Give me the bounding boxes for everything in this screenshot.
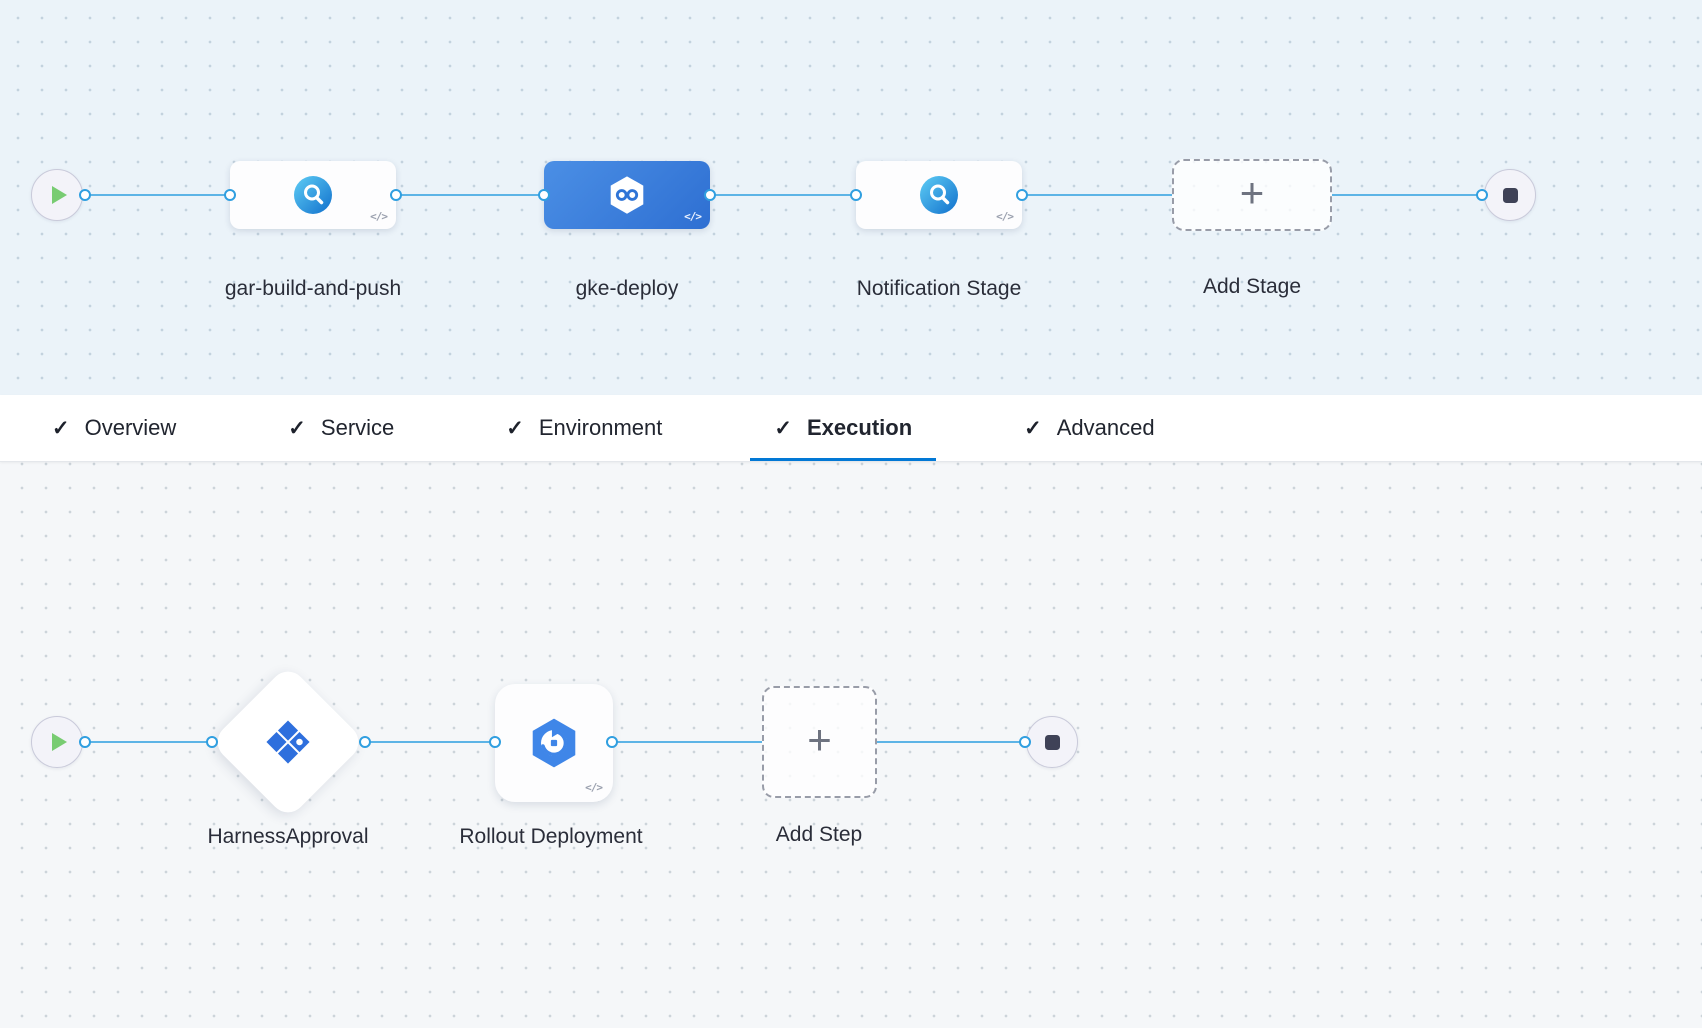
pipeline-start-node xyxy=(31,169,83,221)
connector-dot xyxy=(538,189,550,201)
tab-execution[interactable]: ✓ Execution xyxy=(750,395,936,461)
add-step-button[interactable]: + xyxy=(762,686,877,798)
stage-card-notification-stage[interactable]: </> xyxy=(856,161,1022,229)
approval-step-icon xyxy=(266,720,310,764)
build-stage-icon xyxy=(294,176,332,214)
code-view-toggle-icon[interactable]: </> xyxy=(684,210,702,223)
add-step-label: Add Step xyxy=(775,823,863,846)
deploy-stage-icon xyxy=(610,176,644,214)
connector-dot xyxy=(1019,736,1031,748)
add-stage-label: Add Stage xyxy=(1202,275,1302,298)
connector-line xyxy=(85,194,230,196)
tab-advanced[interactable]: ✓ Advanced xyxy=(1000,395,1178,461)
stage-config-tabbar: ✓ Overview ✓ Service ✓ Environment ✓ Exe… xyxy=(0,395,1702,462)
tab-label: Environment xyxy=(538,415,663,440)
tab-label: Advanced xyxy=(1056,415,1155,440)
check-icon: ✓ xyxy=(288,416,306,440)
play-icon xyxy=(52,733,67,751)
execution-end-node xyxy=(1026,716,1078,768)
check-icon: ✓ xyxy=(52,416,70,440)
execution-start-node xyxy=(31,716,83,768)
tab-environment[interactable]: ✓ Environment xyxy=(482,395,686,461)
stage-card-gke-deploy[interactable]: </> xyxy=(544,161,710,229)
connector-line xyxy=(1332,194,1482,196)
connector-line xyxy=(85,741,212,743)
connector-dot xyxy=(489,736,501,748)
pipeline-end-node xyxy=(1484,169,1536,221)
tab-overview[interactable]: ✓ Overview xyxy=(28,395,200,461)
connector-line xyxy=(710,194,856,196)
step-label: Rollout Deployment xyxy=(459,825,643,848)
connector-dot xyxy=(1016,189,1028,201)
connector-line xyxy=(1022,194,1172,196)
connector-dot xyxy=(850,189,862,201)
check-icon: ✓ xyxy=(1024,416,1042,440)
connector-line xyxy=(396,194,544,196)
step-label: HarnessApproval xyxy=(207,825,369,848)
connector-dot xyxy=(704,189,716,201)
plus-icon: + xyxy=(1239,169,1265,216)
check-icon: ✓ xyxy=(506,416,524,440)
tab-label: Service xyxy=(320,415,395,440)
stage-label: Notification Stage xyxy=(856,277,1022,300)
stage-card-gar-build-and-push[interactable]: </> xyxy=(230,161,396,229)
connector-dot xyxy=(359,736,371,748)
connector-dot xyxy=(1476,189,1488,201)
code-view-toggle-icon[interactable]: </> xyxy=(370,210,388,223)
tab-label: Overview xyxy=(84,415,177,440)
plus-icon: + xyxy=(807,716,832,763)
stop-icon xyxy=(1044,734,1060,750)
connector-line xyxy=(612,741,762,743)
code-view-toggle-icon[interactable]: </> xyxy=(996,210,1014,223)
stage-label: gke-deploy xyxy=(575,277,679,300)
connector-line xyxy=(365,741,495,743)
connector-dot xyxy=(206,736,218,748)
tab-service[interactable]: ✓ Service xyxy=(264,395,418,461)
tab-label: Execution xyxy=(807,415,913,440)
connector-dot xyxy=(224,189,236,201)
stage-graph-canvas[interactable]: </> gar-build-and-push </> gke-deploy xyxy=(0,0,1702,395)
stage-label: gar-build-and-push xyxy=(224,277,402,300)
step-rollout-deployment[interactable]: </> xyxy=(495,684,613,802)
connector-dot xyxy=(79,189,91,201)
code-view-toggle-icon[interactable]: </> xyxy=(585,781,603,794)
step-harness-approval[interactable] xyxy=(210,664,366,820)
check-icon: ✓ xyxy=(774,416,792,440)
custom-stage-icon xyxy=(920,176,958,214)
execution-graph-canvas[interactable]: HarnessApproval </> Rollout Deployment +… xyxy=(0,462,1702,1028)
connector-dot xyxy=(79,736,91,748)
play-icon xyxy=(52,186,67,204)
add-stage-button[interactable]: + xyxy=(1172,159,1332,231)
gke-rollout-icon xyxy=(532,718,576,768)
connector-dot xyxy=(606,736,618,748)
connector-line xyxy=(877,741,1025,743)
stop-icon xyxy=(1502,187,1518,203)
connector-dot xyxy=(390,189,402,201)
